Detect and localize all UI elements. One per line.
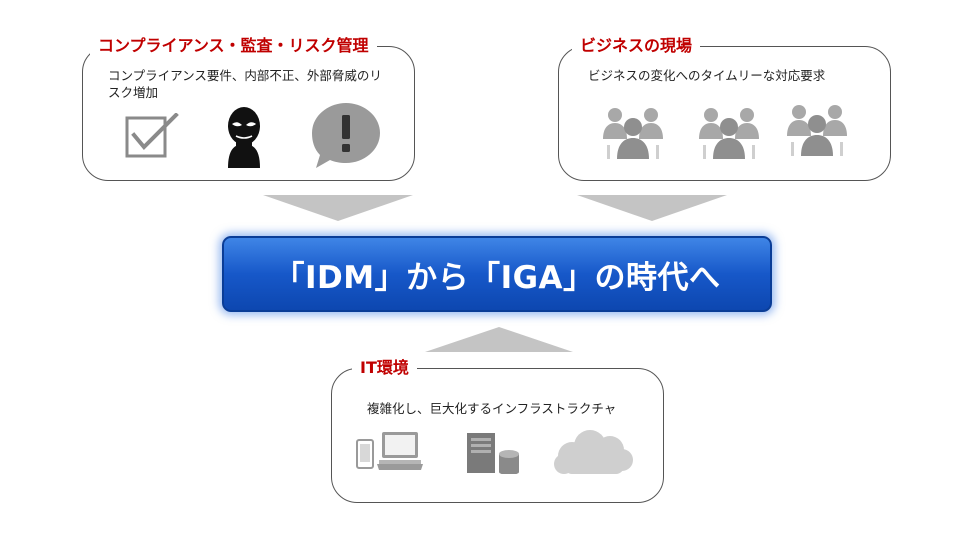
checkbox-icon bbox=[125, 113, 179, 158]
devices-icon bbox=[356, 432, 423, 470]
server-storage-icon bbox=[467, 433, 519, 474]
it-environment-description: 複雑化し、巨大化するインフラストラクチャ bbox=[367, 401, 617, 416]
compliance-description: コンプライアンス要件、内部不正、外部脅威のリスク増加 bbox=[108, 68, 382, 100]
user-group-icon bbox=[787, 105, 847, 156]
compliance-title: コンプライアンス・監査・リスク管理 bbox=[90, 36, 377, 56]
down-arrow-right bbox=[577, 195, 727, 221]
user-group-icon bbox=[603, 108, 663, 159]
business-description: ビジネスの変化へのタイムリーな対応要求 bbox=[588, 68, 826, 83]
banner-text: 「IDM」から「IGA」の時代へ bbox=[273, 259, 721, 296]
masked-intruder-icon bbox=[228, 107, 260, 168]
cloud-icon bbox=[554, 430, 633, 474]
down-arrow-left bbox=[263, 195, 413, 221]
central-banner: 「IDM」から「IGA」の時代へ bbox=[222, 236, 772, 312]
up-arrow bbox=[425, 327, 573, 352]
it-environment-title: IT環境 bbox=[352, 358, 417, 378]
warning-speech-bubble-icon bbox=[312, 103, 380, 168]
user-group-icon bbox=[699, 108, 759, 159]
business-title: ビジネスの現場 bbox=[572, 36, 701, 56]
